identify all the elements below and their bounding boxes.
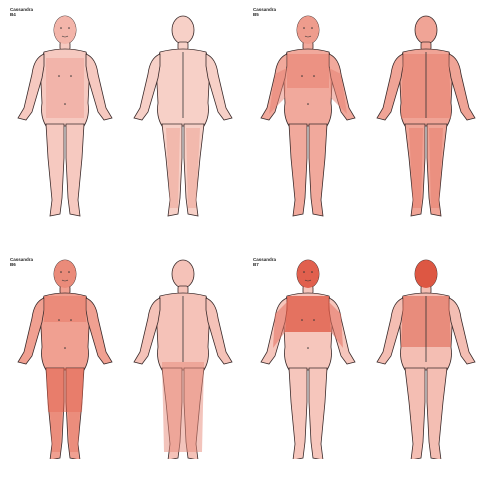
body-map-figure [243, 250, 485, 459]
front-body-figure [18, 260, 112, 459]
front-body-figure [261, 260, 355, 459]
front-body-figure [261, 16, 355, 216]
body-map-figure [0, 0, 242, 229]
front-body-figure [18, 16, 112, 216]
body-map-figure [0, 250, 242, 459]
body-map-panel-b5: Cassandra B5 [243, 0, 485, 229]
back-body-figure [134, 260, 232, 459]
body-map-panel-b6: Cassandra B6 [0, 250, 242, 479]
back-body-figure [377, 260, 475, 459]
body-map-figure [243, 0, 485, 229]
body-map-panel-b4: Cassandra B4 [0, 0, 242, 229]
body-map-panel-b7: Cassandra B7 [243, 250, 485, 479]
back-body-figure [377, 16, 475, 216]
back-body-figure [134, 16, 232, 216]
